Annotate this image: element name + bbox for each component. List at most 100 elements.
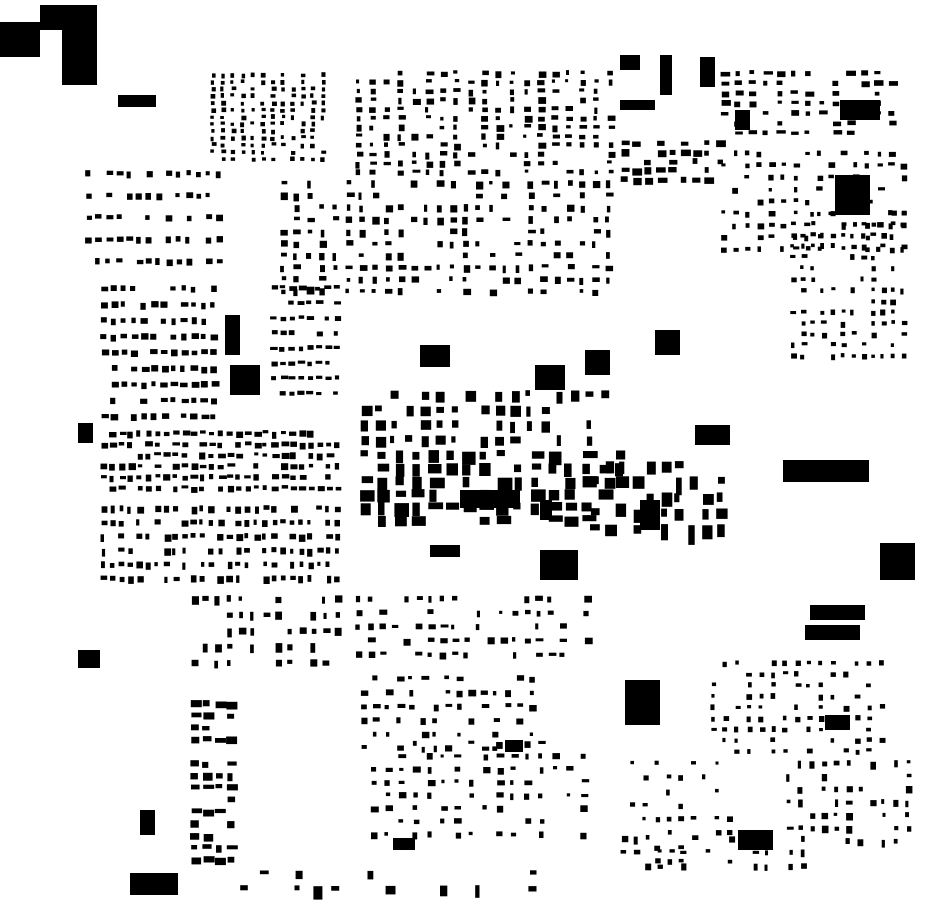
building [554, 216, 559, 224]
building [160, 397, 168, 402]
building [154, 452, 161, 456]
building [559, 638, 567, 642]
building [216, 214, 223, 222]
building [191, 736, 200, 744]
building [583, 610, 589, 617]
building [310, 115, 315, 120]
building [311, 157, 315, 162]
building [693, 150, 703, 157]
building [306, 300, 312, 305]
building [191, 302, 196, 307]
building [427, 792, 432, 799]
building [271, 562, 278, 568]
building [280, 575, 286, 581]
building [700, 57, 715, 87]
building [299, 442, 306, 450]
building [476, 181, 484, 190]
building [633, 509, 642, 523]
building [85, 170, 91, 177]
building [241, 108, 245, 113]
building [375, 436, 387, 448]
building [734, 80, 742, 85]
building [833, 812, 838, 816]
building [272, 474, 280, 480]
building [476, 193, 483, 199]
building [319, 240, 327, 248]
building [106, 170, 114, 175]
building [445, 690, 451, 694]
building [468, 97, 476, 105]
building [721, 210, 726, 214]
building [280, 135, 284, 139]
building [404, 596, 409, 603]
building [800, 277, 806, 281]
building [810, 332, 815, 337]
building [780, 174, 785, 180]
building [119, 576, 125, 583]
building [645, 177, 654, 185]
building [654, 845, 661, 851]
building [513, 652, 517, 659]
building [101, 349, 110, 356]
building [324, 285, 332, 289]
building [481, 405, 490, 415]
building [493, 718, 500, 722]
building [172, 533, 178, 540]
building [769, 162, 776, 167]
building [281, 240, 288, 247]
building [531, 477, 538, 487]
building [203, 834, 214, 842]
building [127, 193, 133, 200]
building [816, 150, 821, 156]
building [201, 318, 206, 325]
building [398, 142, 405, 146]
building [290, 452, 296, 460]
building [482, 89, 487, 94]
building [763, 71, 773, 75]
building [776, 130, 786, 134]
building [275, 659, 282, 667]
building [244, 520, 250, 527]
building [181, 485, 189, 489]
building [359, 265, 368, 271]
building [119, 505, 124, 512]
building [322, 596, 325, 604]
building [368, 651, 376, 658]
building [841, 246, 846, 250]
building [805, 200, 810, 206]
building [900, 222, 904, 227]
building [262, 485, 267, 490]
building [307, 575, 312, 582]
building [795, 716, 801, 723]
building [871, 287, 875, 292]
building [385, 241, 392, 246]
building [180, 382, 188, 388]
building [510, 766, 516, 770]
building [385, 689, 394, 696]
building [170, 286, 176, 291]
building [594, 170, 598, 175]
building [230, 157, 236, 161]
building [319, 288, 325, 296]
building [457, 703, 462, 710]
building [130, 350, 138, 357]
building [300, 101, 304, 106]
building [771, 726, 776, 732]
building [556, 435, 561, 446]
building [420, 420, 432, 430]
building [537, 80, 545, 86]
building [733, 210, 739, 215]
building [221, 73, 225, 79]
building [317, 486, 325, 492]
building [211, 285, 217, 292]
building [615, 476, 630, 488]
building [120, 333, 127, 339]
building [208, 520, 213, 526]
building [490, 253, 496, 257]
building [78, 650, 100, 668]
building [744, 150, 750, 156]
building [111, 381, 119, 388]
building [510, 405, 521, 417]
building [181, 520, 189, 527]
